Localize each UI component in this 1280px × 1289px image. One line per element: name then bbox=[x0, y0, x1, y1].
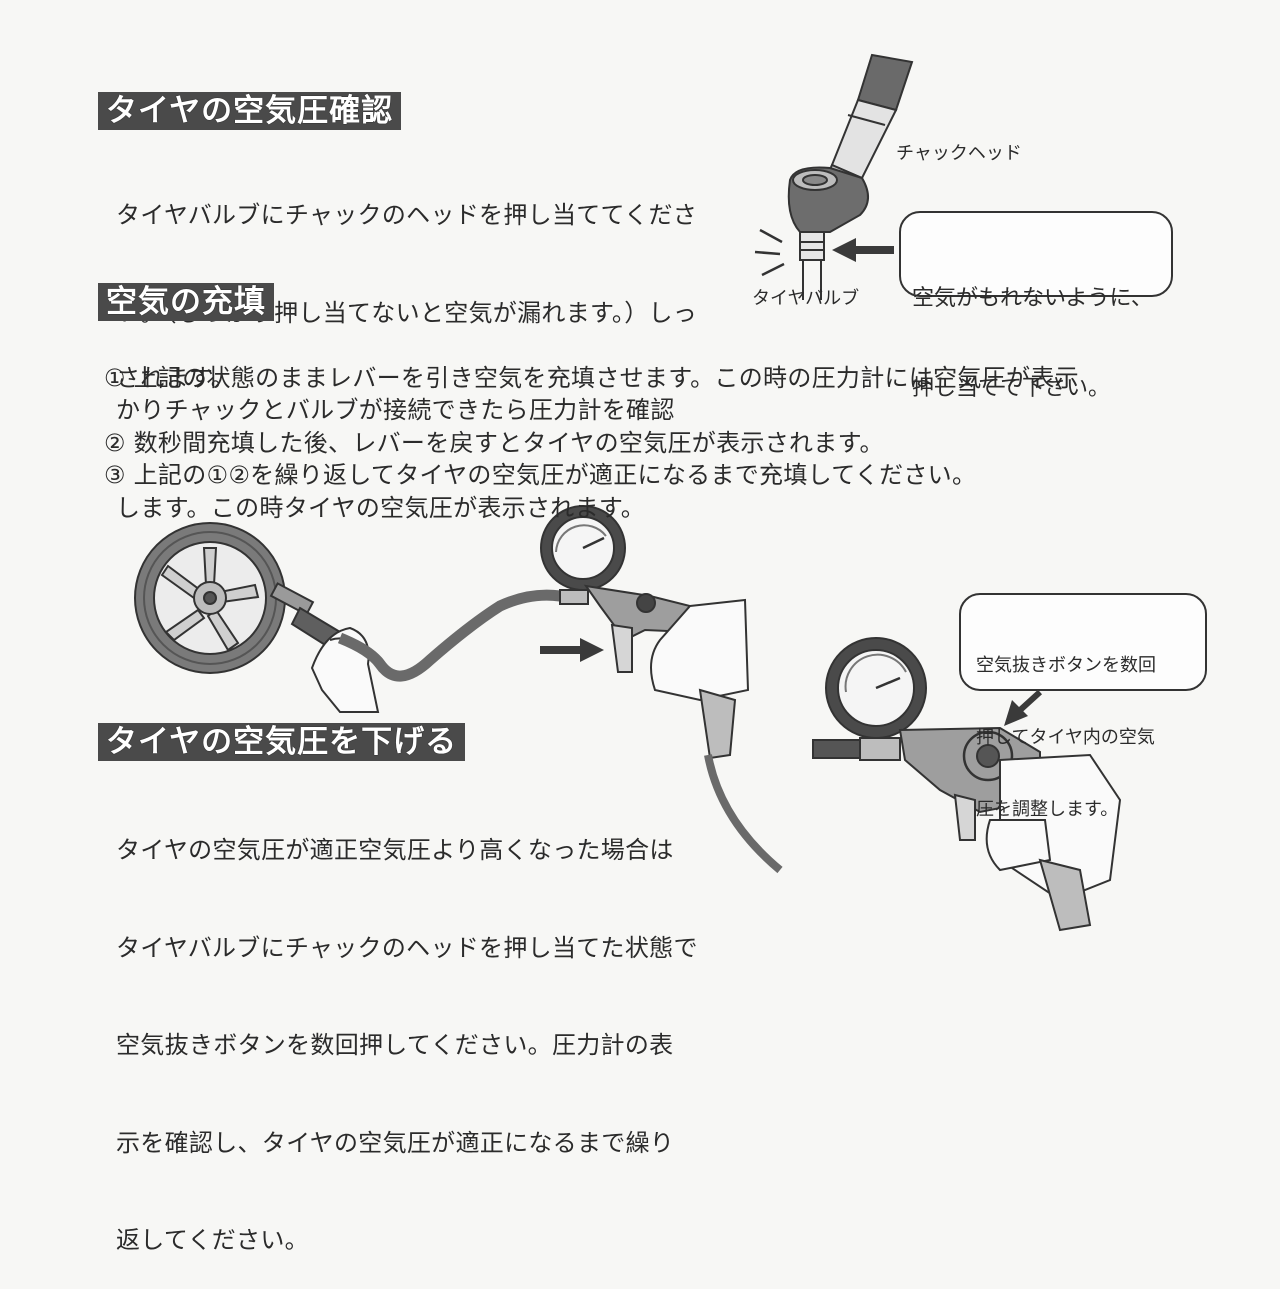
paragraph-line: します。この時タイヤの空気圧が表示されます。 bbox=[116, 493, 646, 522]
step-number: ③ bbox=[103, 461, 126, 489]
step-text: 上記の①②を繰り返してタイヤの空気圧が適正になるまで充填してください。 bbox=[133, 461, 977, 489]
bubble-line: 空気がもれないように、 bbox=[912, 286, 1153, 311]
heading-check-tire-pressure: タイヤの空気圧確認 bbox=[98, 92, 402, 130]
arrow-icon bbox=[540, 638, 604, 662]
bubble-line: 押してタイヤ内の空気 bbox=[976, 727, 1155, 748]
speech-bubble-1 bbox=[899, 211, 1173, 297]
step-number: ① bbox=[103, 364, 126, 392]
paragraph-line: タイヤバルブにチャックのヘッドを押し当ててくださ bbox=[116, 201, 698, 229]
label-tire-valve: タイヤバルブ bbox=[752, 288, 860, 309]
tire-illustration bbox=[134, 522, 286, 674]
illustrations bbox=[134, 53, 1207, 932]
arrow-icon bbox=[1004, 689, 1043, 726]
paragraph-line: タイヤバルブにチャックのヘッドを押し当てた状態で bbox=[116, 933, 698, 962]
chuck-head-illustration bbox=[787, 53, 914, 300]
step-2: ② 数秒間充填した後、レバーを戻すとタイヤの空気圧が表示されます。 bbox=[88, 397, 884, 459]
label-chuck-head: チャックヘッド bbox=[896, 143, 1022, 164]
bubble-line: 押し当てて下さい。 bbox=[912, 376, 1111, 401]
paragraph-line: 示を確認し、タイヤの空気圧が適正になるまで繰り bbox=[116, 1128, 675, 1157]
inflator-gun bbox=[540, 505, 783, 874]
step-1-continued: されます。 bbox=[116, 364, 236, 392]
paragraph-line: 空気抜きボタンを数回押してください。圧力計の表 bbox=[116, 1031, 674, 1059]
step-text: 上記の状態のままレバーを引き空気を充填させます。この時の圧力計には空気圧が表示 bbox=[133, 364, 1079, 392]
arrow-icon bbox=[832, 238, 894, 262]
step-number: ② bbox=[103, 429, 126, 457]
paragraph-lower-tire-pressure: タイヤの空気圧が適正空気圧より高くなった場合は タイヤバルブにチャックのヘッドを… bbox=[116, 769, 698, 1289]
paragraph-line: タイヤの空気圧が適正空気圧より高くなった場合は bbox=[116, 836, 674, 864]
paragraph-line: 返してください。 bbox=[116, 1226, 309, 1254]
air-hose bbox=[337, 589, 561, 682]
step-1: ① 上記の状態のままレバーを引き空気を充填させます。この時の圧力計には空気圧が表… bbox=[88, 332, 1079, 394]
contact-lines bbox=[754, 228, 785, 277]
bubble-text-deflate-button: 空気抜きボタンを数回 押してタイヤ内の空気 圧を調整します。 bbox=[976, 606, 1156, 846]
heading-lower-tire-pressure: タイヤの空気圧を下げる bbox=[98, 723, 466, 761]
deflate-gun-illustration bbox=[812, 637, 1122, 932]
bubble-text-press-firmly: 空気がもれないように、 押し当てて下さい。 bbox=[912, 224, 1153, 434]
bubble-line: 圧を調整します。 bbox=[976, 799, 1119, 820]
step-text: 数秒間充填した後、レバーを戻すとタイヤの空気圧が表示されます。 bbox=[133, 429, 884, 457]
bubble-line: 空気抜きボタンを数回 bbox=[976, 655, 1156, 676]
paragraph-line: かりチャックとバルブが接続できたら圧力計を確認 bbox=[116, 396, 675, 424]
step-3: ③ 上記の①②を繰り返してタイヤの空気圧が適正になるまで充填してください。 bbox=[88, 429, 976, 491]
speech-bubble-2 bbox=[959, 593, 1207, 691]
heading-fill-air: 空気の充填 bbox=[98, 283, 274, 321]
